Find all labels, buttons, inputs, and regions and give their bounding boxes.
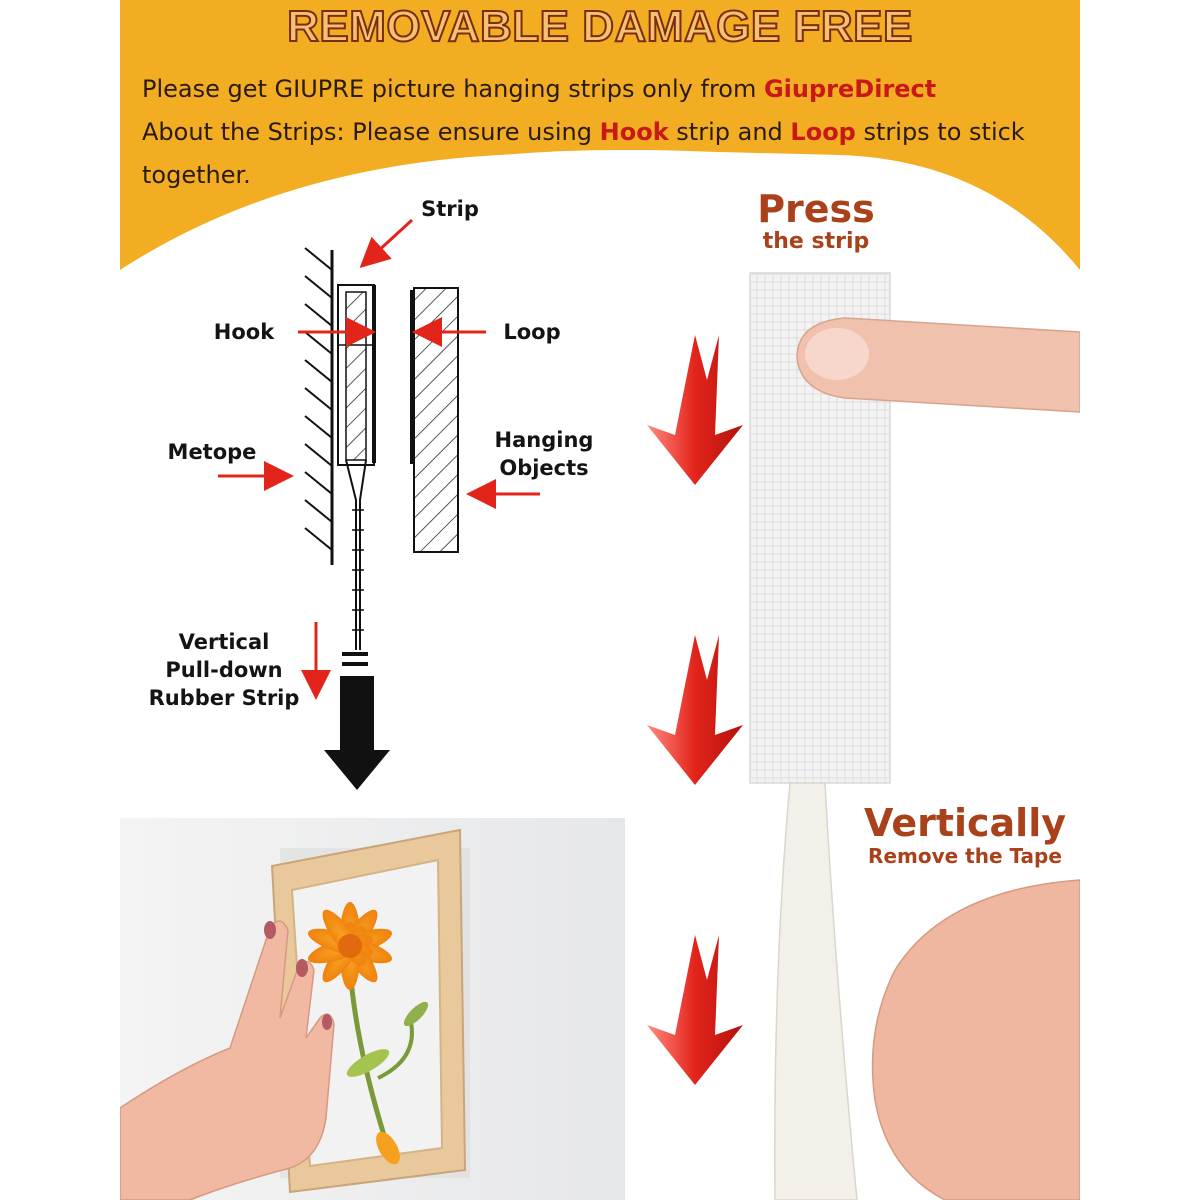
pull-down-arrow [324,676,390,790]
pull-label-line-3: Rubber Strip [148,686,300,710]
strip-label: Strip [421,197,479,221]
hanging-object-shape [410,287,459,553]
press-heading: Press [757,187,875,231]
fingernail-shape [805,328,869,380]
hook-highlight: Hook [599,118,669,146]
down-arrow-2 [647,635,743,785]
wall-metope-shape [304,247,334,565]
flower-shape [308,902,429,1165]
intro-text: Please get GIUPRE picture hanging strips… [142,68,1062,197]
strip-pointer-arrow [359,218,414,269]
intro-line-1: Please get GIUPRE picture hanging strips… [142,68,1062,111]
loop-highlight: Loop [790,118,856,146]
down-arrow-1 [647,335,743,485]
loop-label: Loop [503,320,561,344]
hanging-objects-label: Hanging Objects [484,426,604,482]
intro-line-2-prefix: About the Strips: Please ensure using [142,118,600,146]
pull-label-line-1: Vertical [178,630,270,654]
intro-line-1-text: Please get GIUPRE picture hanging strips… [142,75,764,103]
hanging-label-line-2: Objects [499,456,589,480]
pull-label-line-2: Pull-down [165,658,283,682]
frame-hanging-photo [120,818,625,1200]
strip-cross-section-diagram [218,218,540,790]
thumb-shape [871,879,1080,1200]
hanging-label-line-1: Hanging [494,428,594,452]
pull-down-label: Vertical Pull-down Rubber Strip [144,628,304,712]
finger-shape [796,317,1080,413]
intro-line-2: About the Strips: Please ensure using Ho… [142,111,1062,197]
remove-tape-subheading: Remove the Tape [868,844,1062,868]
brand-highlight: GiupreDirect [763,75,937,103]
press-subheading: the strip [762,229,870,254]
metope-label: Metope [167,440,257,464]
page-title: REMOVABLE DAMAGE FREE [286,1,913,52]
removal-illustration [647,272,1080,1200]
intro-line-2-suffix: strips to stick together. [142,118,1025,189]
header-banner [120,0,1080,270]
product-infographic: REMOVABLE DAMAGE FREE Please get GIUPRE … [120,0,1080,1200]
hook-label: Hook [213,320,275,344]
intro-line-2-middle: strip and [668,118,791,146]
hook-strip-shape [337,284,376,666]
down-arrow-3 [647,935,743,1085]
vertically-heading: Vertically [863,801,1067,845]
pull-tab-shape [774,782,858,1200]
hand-shape [120,920,335,1200]
